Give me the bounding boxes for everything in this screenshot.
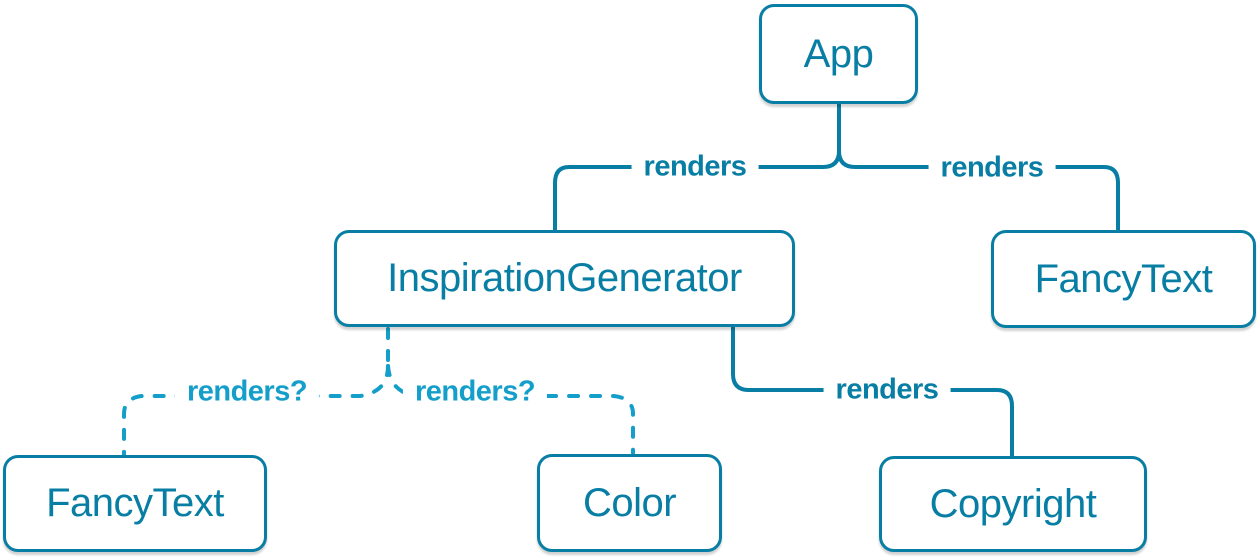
edge-label-renders-maybe: renders? (174, 375, 320, 409)
edge-inspirationgenerator-color (386, 364, 635, 457)
node-inspiration-generator: InspirationGenerator (334, 230, 795, 327)
edge-label-renders: renders (631, 150, 759, 184)
node-fancytext-top: FancyText (991, 230, 1256, 328)
edge-label-renders: renders (928, 151, 1056, 185)
node-fancytext-bottom: FancyText (3, 455, 267, 552)
edge-inspirationgenerator-fancytext (122, 364, 390, 457)
edge-label-renders: renders (823, 373, 951, 407)
node-color: Color (537, 454, 722, 552)
node-app: App (759, 4, 918, 104)
edge-label-renders-maybe: renders? (402, 375, 548, 409)
node-copyright: Copyright (879, 456, 1147, 552)
